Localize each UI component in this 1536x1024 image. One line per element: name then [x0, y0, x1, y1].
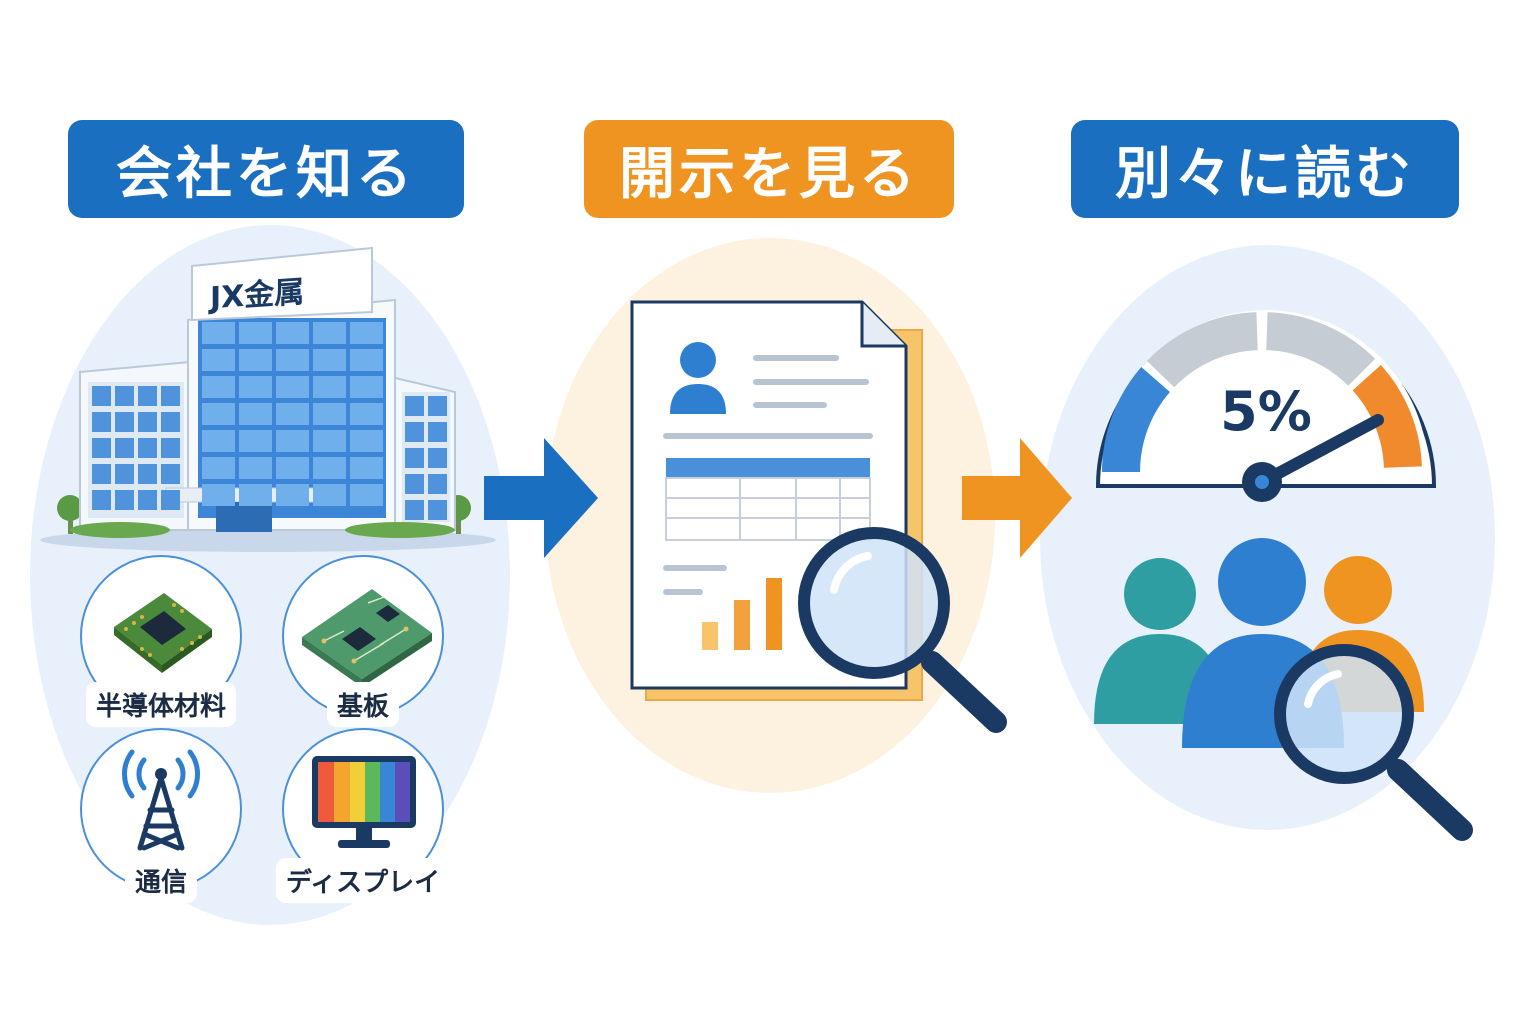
- window: [239, 376, 272, 398]
- window: [92, 490, 111, 510]
- magnifier-icon: [1274, 644, 1473, 841]
- window: [115, 438, 134, 458]
- window: [276, 484, 309, 506]
- window: [239, 430, 272, 452]
- window: [276, 322, 309, 344]
- window: [276, 457, 309, 479]
- profile-icon: [670, 342, 726, 414]
- circuit-board-icon: [302, 589, 432, 687]
- window: [313, 349, 346, 371]
- window: [161, 386, 180, 406]
- window: [405, 422, 424, 442]
- window: [350, 349, 383, 371]
- arrow-right-icon: [962, 438, 1072, 558]
- category-label: 通信: [124, 858, 198, 903]
- window: [115, 464, 134, 484]
- window: [92, 464, 111, 484]
- window: [239, 349, 272, 371]
- window: [239, 457, 272, 479]
- window: [92, 438, 111, 458]
- building-windows: [92, 322, 447, 520]
- window: [428, 396, 447, 416]
- window: [405, 500, 424, 520]
- window: [313, 403, 346, 425]
- window: [138, 386, 157, 406]
- window: [138, 464, 157, 484]
- window: [313, 376, 346, 398]
- window: [239, 484, 272, 506]
- window: [350, 484, 383, 506]
- window: [276, 349, 309, 371]
- window: [202, 484, 235, 506]
- window: [202, 376, 235, 398]
- window: [239, 322, 272, 344]
- window: [92, 386, 111, 406]
- gauge-value: 5%: [1220, 380, 1312, 443]
- step-title-disclosure: 開示を見る: [584, 120, 954, 218]
- window: [428, 422, 447, 442]
- window: [239, 403, 272, 425]
- magnifier-icon: [798, 527, 1007, 733]
- window: [405, 448, 424, 468]
- window: [276, 376, 309, 398]
- window: [202, 430, 235, 452]
- window: [138, 490, 157, 510]
- bushes: [70, 522, 455, 538]
- window: [202, 349, 235, 371]
- window: [313, 484, 346, 506]
- window: [276, 430, 309, 452]
- gauge-icon: [1095, 310, 1437, 502]
- category-label: 基板: [326, 682, 400, 727]
- table-icon: [665, 458, 871, 541]
- window: [428, 500, 447, 520]
- category-label: 半導体材料: [85, 682, 237, 727]
- monitor-icon: [312, 756, 416, 848]
- chip-icon: [114, 593, 212, 673]
- window: [428, 474, 447, 494]
- window: [115, 386, 134, 406]
- window: [92, 412, 111, 432]
- window: [202, 457, 235, 479]
- window: [350, 403, 383, 425]
- arrow-right-icon: [484, 438, 598, 558]
- step-title-reading: 別々に読む: [1071, 120, 1459, 218]
- window: [313, 322, 346, 344]
- antenna-tower-icon: [122, 749, 200, 851]
- window: [161, 438, 180, 458]
- window: [350, 376, 383, 398]
- window: [202, 322, 235, 344]
- window: [115, 490, 134, 510]
- category-label: ディスプレイ: [275, 858, 451, 903]
- window: [138, 438, 157, 458]
- window: [202, 403, 235, 425]
- window: [115, 412, 134, 432]
- window: [276, 403, 309, 425]
- window: [350, 322, 383, 344]
- window: [428, 448, 447, 468]
- window: [161, 490, 180, 510]
- bar-chart-icon: [702, 578, 782, 650]
- window: [161, 464, 180, 484]
- window: [161, 412, 180, 432]
- window: [138, 412, 157, 432]
- window: [350, 430, 383, 452]
- window: [350, 457, 383, 479]
- step-title-company: 会社を知る: [68, 120, 464, 218]
- window: [313, 430, 346, 452]
- window: [405, 474, 424, 494]
- window: [405, 396, 424, 416]
- window: [313, 457, 346, 479]
